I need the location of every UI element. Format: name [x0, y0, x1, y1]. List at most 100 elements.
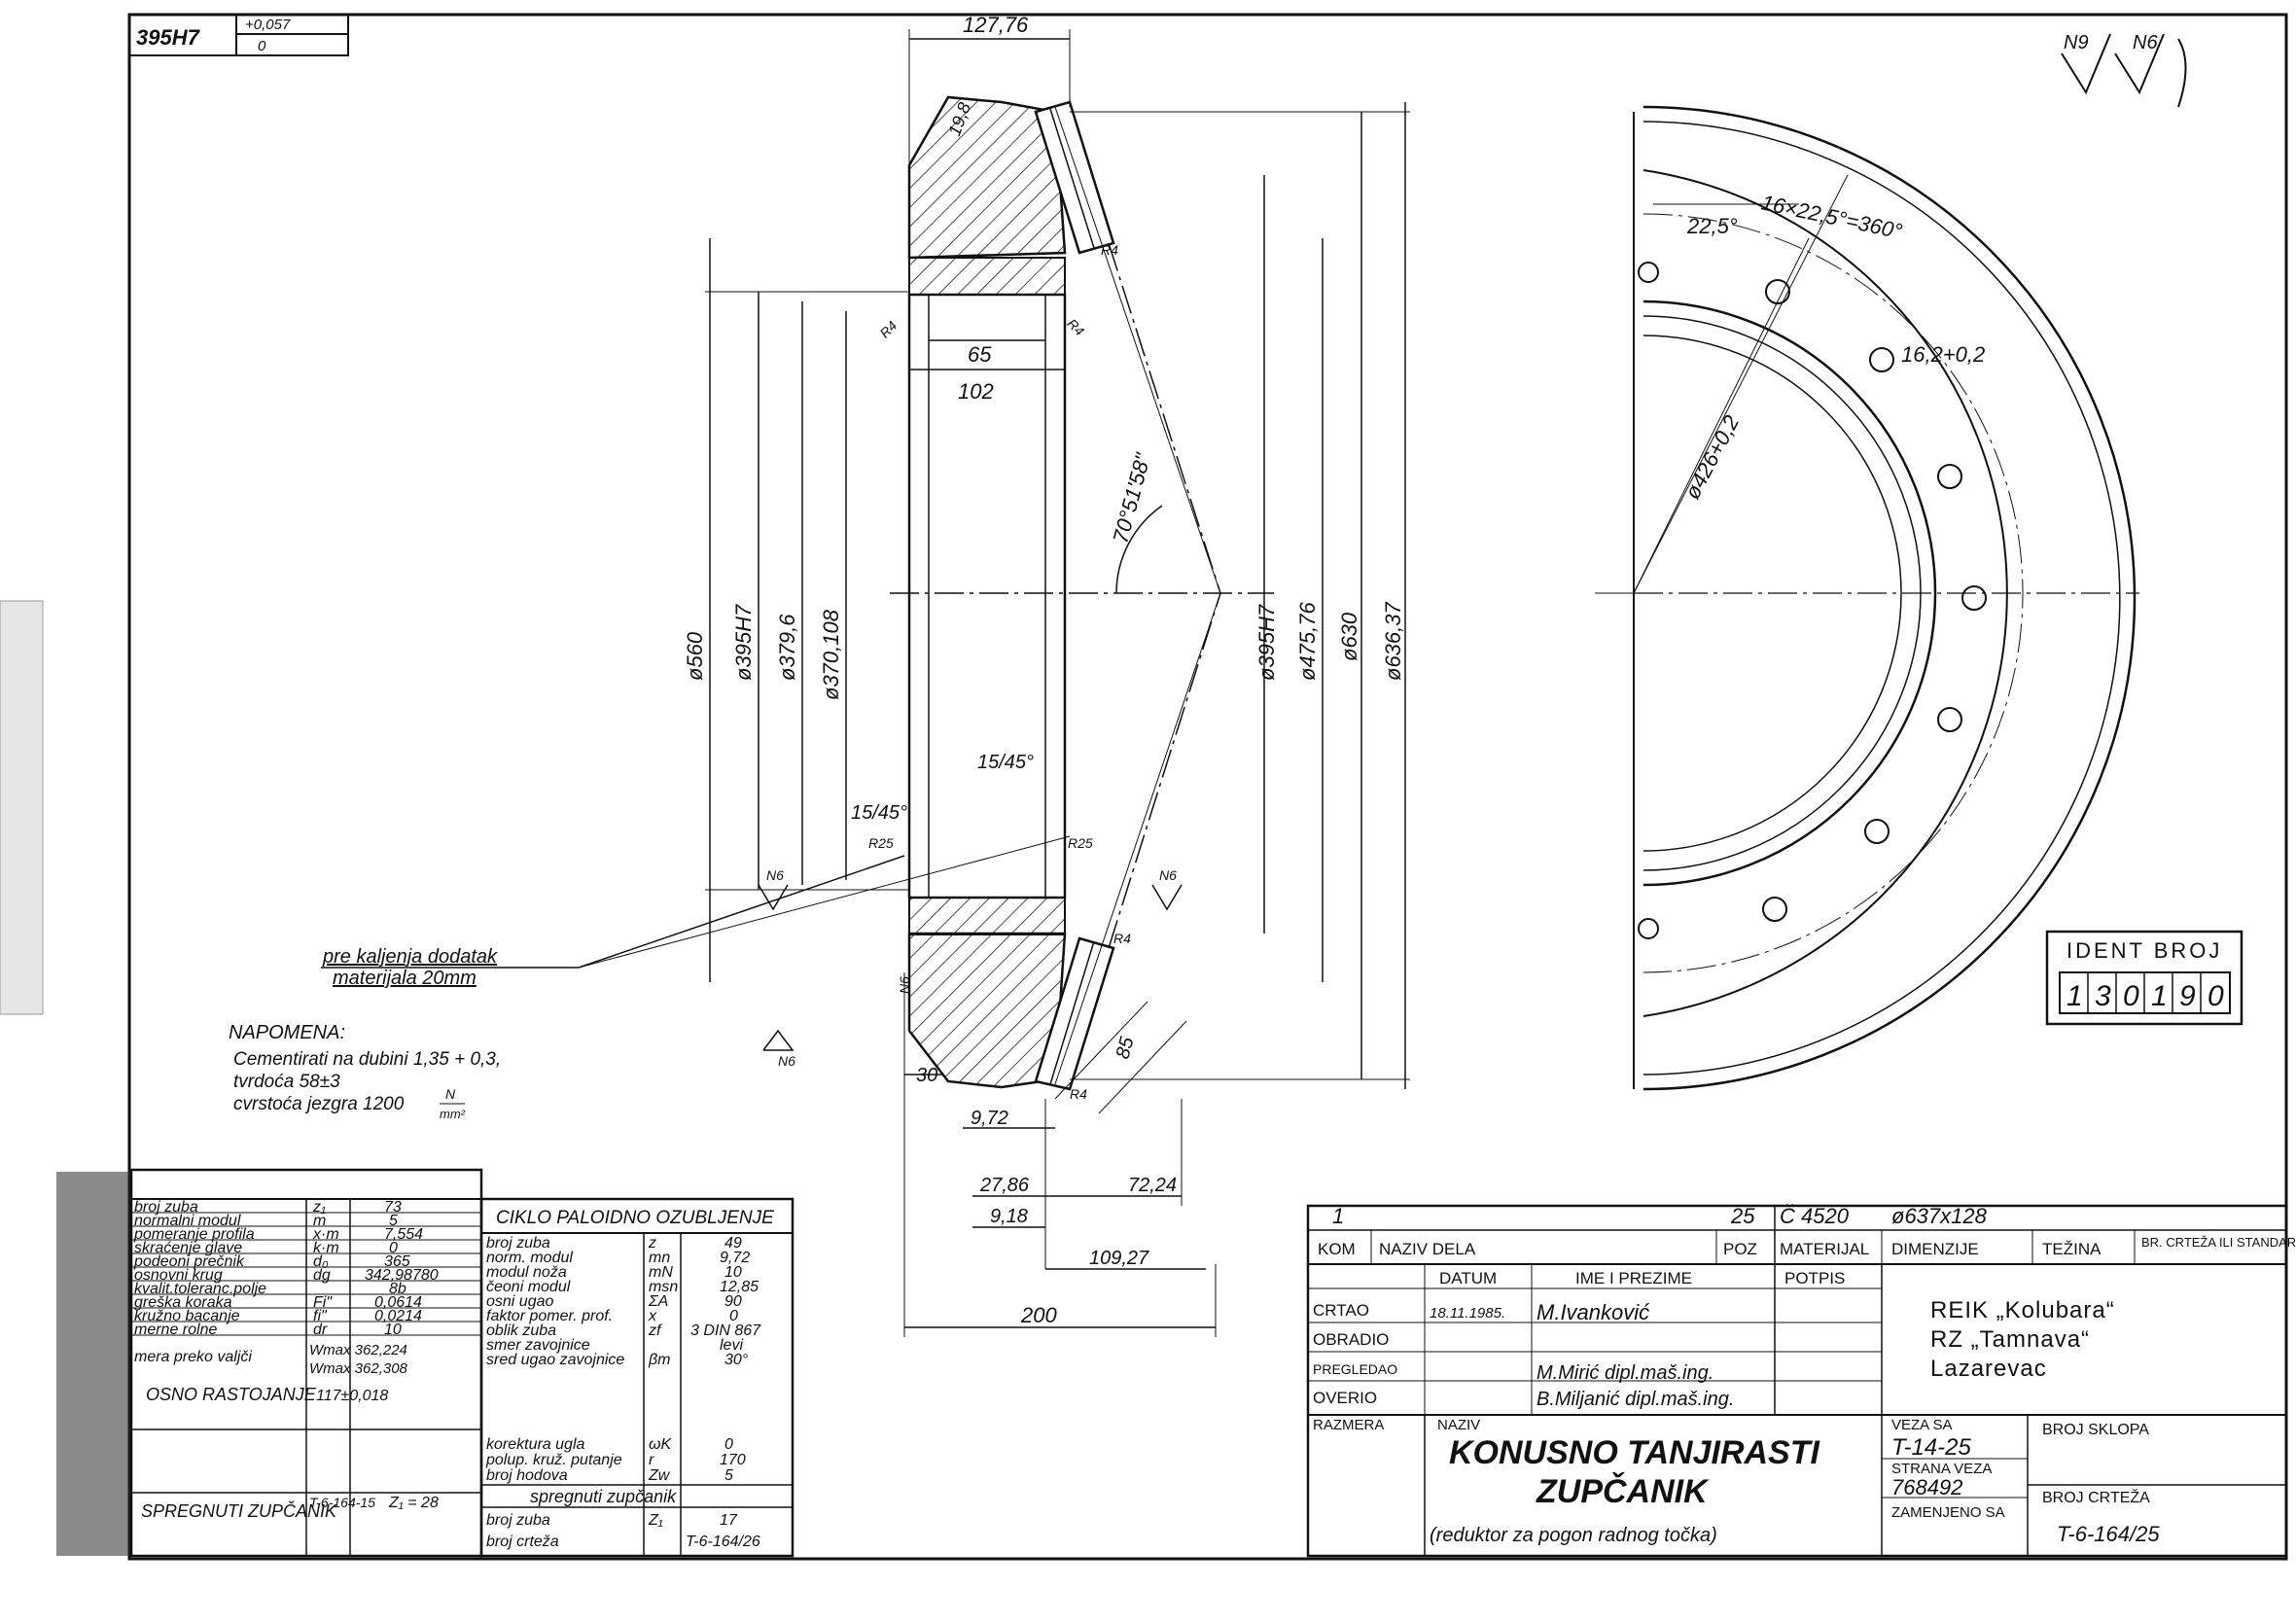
front-angle: 22,5° [1686, 214, 1738, 238]
text-gear_table_extra-osno_label: OSNO RASTOJANJE [146, 1385, 317, 1404]
napomena-line3: cvrstoća jezgra 1200 [233, 1094, 405, 1114]
front-view: 22,5° 16×22,5°=360° 16,2+0,2 ø426+0,2 [1595, 105, 2139, 1091]
text-title_block-overio: OVERIO [1313, 1389, 1377, 1407]
text-ciklo_table-rows-5-1: x [648, 1308, 657, 1324]
text-ciklo_table-rows-8-2: 30° [724, 1352, 749, 1368]
text-title_block-company-0: REIK „Kolubara“ [1930, 1297, 2115, 1323]
dim-d395-left: ø395H7 [731, 604, 756, 681]
text-gear_table-4-2: 365 [384, 1253, 410, 1270]
text-gear_table_extra-meri_label: mera preko valjči [134, 1349, 252, 1365]
text-gear_table-0-1: z₁ [312, 1199, 326, 1216]
text-title_block-hdr_potpis: POTPIS [1784, 1269, 1845, 1287]
tolerance-box: 395H7 +0,057 0 [128, 14, 349, 56]
text-title_block-pos_num: 1 [1332, 1204, 1344, 1228]
dim-d395-right: ø395H7 [1254, 604, 1279, 681]
ident-box: IDENT BROJ 1 3 0 1 9 0 [2045, 930, 2243, 1026]
text-gear_table-0-0: broj zuba [134, 1199, 198, 1216]
text-ciklo_table-rows-8-1: βm [648, 1352, 670, 1368]
text-title_block-hdr_kom: KOM [1318, 1240, 1356, 1258]
text-title_block-hdr_datum: DATUM [1439, 1269, 1497, 1287]
text-ciklo_table-rows-3-2: 12,85 [720, 1279, 759, 1295]
radius-r4-e: R4 [1070, 1086, 1087, 1102]
text-gear_table-6-0: kvalit.toleranc.polje [134, 1281, 266, 1297]
text-title_block-hdr_dim: DIMENZIJE [1891, 1240, 1979, 1258]
fit-label: 395H7 [136, 25, 201, 50]
section-view [321, 29, 1410, 1337]
text-gear_table-1-2: 5 [389, 1213, 398, 1229]
ident-label: IDENT BROJ [2066, 938, 2222, 963]
roughness-paren: N6 [2133, 32, 2158, 53]
text-gear_table-2-1: x·m [312, 1226, 339, 1243]
ident-digit-5: 9 [2179, 980, 2196, 1012]
dim-918: 9,18 [990, 1206, 1028, 1227]
text-title_block-crtao: CRTAO [1313, 1301, 1369, 1320]
text-ciklo_table-rows-6-2: 3 DIN 867 [690, 1322, 761, 1339]
text-gear_table-2-0: pomeranje profila [133, 1226, 255, 1243]
text-gear_table-9-2: 10 [384, 1322, 402, 1338]
text-gear_table_extra-spreg_val2: Z₁ = 28 [388, 1495, 439, 1511]
text-gear_table-5-0: osnovni krug [134, 1267, 223, 1284]
text-ciklo_table-rows-3-1: msn [649, 1279, 678, 1295]
ciklo-title: CIKLO PALOIDNO OZUBLJENJE [496, 1208, 774, 1228]
text-ciklo_table-rows-4-1: ΣA [648, 1293, 668, 1310]
text-ciklo_table-rows-8-0: sred ugao zavojnice [486, 1352, 624, 1368]
text-title_block-razmera: RAZMERA [1313, 1417, 1384, 1433]
dim-7224: 72,24 [1128, 1175, 1177, 1196]
text-title_block-strana_val: 768492 [1891, 1475, 1962, 1499]
title-block: 1 25 Č 4520 ø637x128 KOM NAZIV DELA POZ … [1306, 1204, 2296, 1558]
text-title_block-pregledao: PREGLEDAO [1313, 1361, 1397, 1377]
text-title_block-hdr_mat: MATERIJAL [1780, 1240, 1869, 1258]
text-gear_table-5-2: 342,98780 [365, 1267, 439, 1284]
ident-digit-4: 1 [2151, 980, 2168, 1012]
text-ciklo_table-rows-6-1: zf [648, 1322, 662, 1339]
front-pitch: ø426+0,2 [1679, 411, 1744, 503]
text-gear_table_extra-spreg_val1: T-6-164-15 [309, 1495, 375, 1510]
radius-r4-a: R4 [1101, 242, 1118, 258]
text-title_block-hdr_tez: TEŽINA [2042, 1240, 2102, 1258]
dim-2786: 27,86 [979, 1175, 1030, 1196]
text-ciklo_table-rows-0-0: broj zuba [486, 1235, 550, 1252]
text-gear_table_extra-spreg_label: SPREGNUTI ZUPČANIK [141, 1500, 337, 1521]
text-title_block-zamenjeno: ZAMENJENO SA [1891, 1504, 2005, 1521]
text-gear_table-5-1: dg [313, 1267, 331, 1284]
text-ciklo_table-rows-3-0: čeoni modul [486, 1279, 571, 1295]
dim-bore-width: 65 [968, 342, 992, 367]
text-title_block-naziv: NAZIV [1437, 1417, 1480, 1433]
radius-r25-b: R25 [1068, 835, 1093, 851]
text-gear_table-3-2: 0 [389, 1240, 398, 1256]
roughness-n6-b: N6 [1159, 867, 1177, 883]
text-gear_table-8-0: kružno bacanje [134, 1308, 240, 1324]
text-gear_table-4-1: d₀ [313, 1253, 329, 1270]
text-ciklo_table-spreg_title: spregnuti zupčanik [530, 1487, 677, 1506]
text-ciklo_table-rows-2-2: 10 [724, 1264, 742, 1281]
text-title_block-material: Č 4520 [1780, 1204, 1850, 1228]
text-title_block-dims: ø637x128 [1891, 1204, 1988, 1228]
text-gear_table-8-1: fi" [313, 1308, 328, 1324]
dim-10927: 109,27 [1089, 1248, 1149, 1269]
text-title_block-broj_crteza: BROJ CRTEŽA [2042, 1488, 2150, 1506]
dim-972: 9,72 [971, 1108, 1008, 1129]
text-title_block-hdr_ime: IME I PREZIME [1575, 1269, 1692, 1287]
front-pattern: 16×22,5°=360° [1759, 190, 1904, 243]
text-gear_table-9-1: dr [313, 1322, 328, 1338]
text-title_block-company-1: RZ „Tamnava“ [1930, 1326, 2090, 1353]
text-ciklo_table-rows-4-2: 90 [724, 1293, 742, 1310]
text-gear_table-7-2: 0,0614 [374, 1294, 422, 1311]
text-gear_table_extra-wmax1: Wmax 362,224 [309, 1342, 407, 1358]
text-gear_table-1-1: m [313, 1213, 326, 1229]
text-title_block-veza_val: T-14-25 [1891, 1434, 1971, 1461]
dim-d560: ø560 [683, 631, 707, 681]
text-ciklo_table-rows-6-0: oblik zuba [486, 1322, 556, 1339]
dim-d3796: ø379,6 [775, 614, 799, 681]
text-ciklo_table-spreg_rows-1-2: T-6-164/26 [686, 1534, 760, 1550]
text-ciklo_table-spreg_rows-0-0: broj zuba [486, 1512, 550, 1529]
allowance-line2: materijala 20mm [333, 968, 477, 989]
text-gear_table-9-0: merne rolne [134, 1322, 217, 1338]
text-ciklo_table-rows-9-0: korektura ugla [486, 1436, 584, 1453]
text-ciklo_table-rows-1-0: norm. modul [486, 1250, 573, 1266]
roughness-n6-a: N6 [766, 867, 784, 883]
text-title_block-company-2: Lazarevac [1930, 1356, 2047, 1382]
front-hole: 16,2+0,2 [1901, 342, 1985, 367]
